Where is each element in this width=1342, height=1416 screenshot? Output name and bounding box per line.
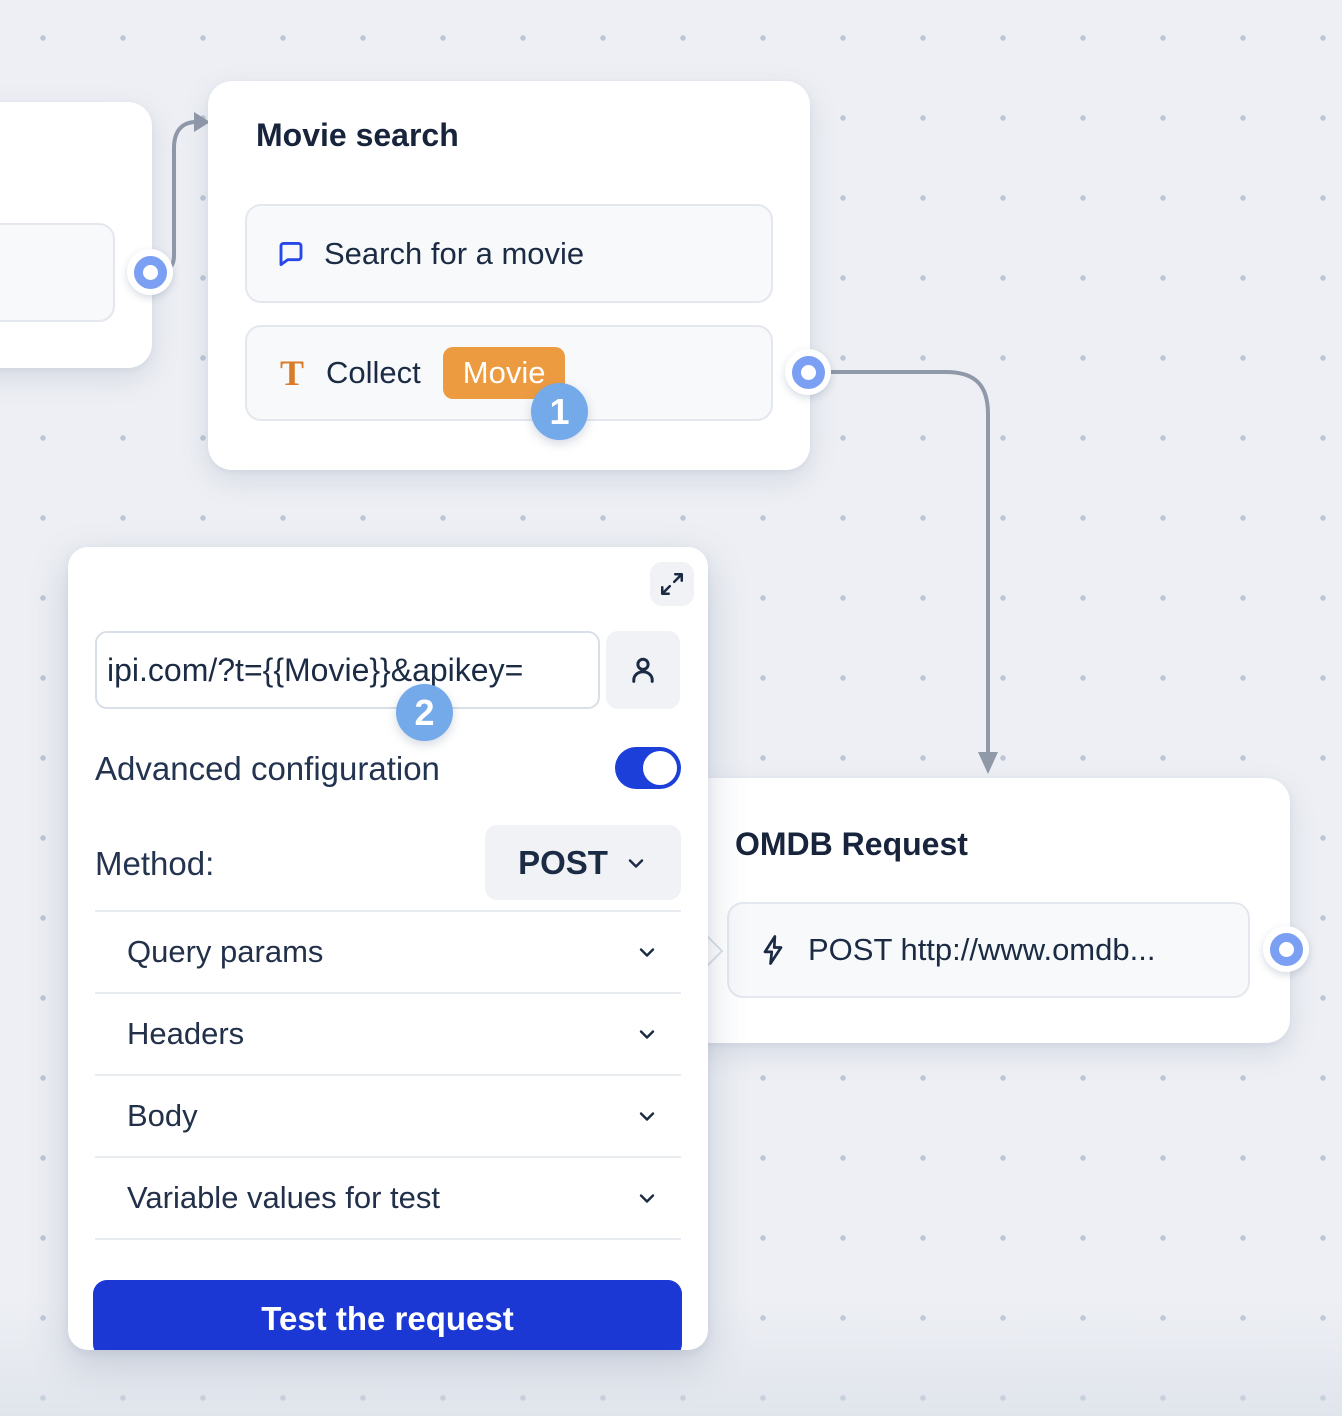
text-input-icon: T xyxy=(280,353,305,393)
url-input[interactable] xyxy=(95,631,600,709)
node-row[interactable] xyxy=(0,223,115,322)
node-row-label: POST http://www.omdb... xyxy=(808,932,1156,967)
test-request-button[interactable]: Test the request xyxy=(93,1280,682,1350)
person-icon xyxy=(632,657,654,683)
method-label: Method: xyxy=(95,845,215,882)
person-button[interactable] xyxy=(606,631,680,709)
chevron-down-icon xyxy=(628,858,644,868)
step-badge-1: 1 xyxy=(531,383,588,440)
port-ring-icon xyxy=(133,255,167,289)
section-variable-values[interactable]: Variable values for test xyxy=(95,1158,681,1240)
lightning-icon xyxy=(758,934,788,966)
method-dropdown[interactable]: POST xyxy=(485,825,681,900)
webhook-config-panel: Advanced configuration Method: POST Quer… xyxy=(68,547,708,1350)
node-partial[interactable] xyxy=(0,102,152,368)
advanced-configuration-label: Advanced configuration xyxy=(95,750,440,787)
chevron-down-icon xyxy=(639,1194,655,1203)
node-row-label: Collect xyxy=(326,355,421,390)
section-label: Headers xyxy=(127,1016,245,1051)
port-ring-icon xyxy=(791,355,825,389)
node-title: Movie search xyxy=(256,117,459,153)
advanced-configuration-toggle[interactable] xyxy=(615,747,681,789)
chevron-down-icon xyxy=(639,948,655,957)
node-row-collect[interactable]: T Collect Movie xyxy=(245,325,773,421)
section-label: Variable values for test xyxy=(127,1180,441,1215)
node-movie-search[interactable]: Movie search Search for a movie T Collec… xyxy=(208,81,810,470)
node-row-question[interactable]: Search for a movie xyxy=(245,204,773,303)
section-label: Query params xyxy=(127,934,324,969)
node-omdb-request[interactable]: OMDB Request POST http://www.omdb... xyxy=(687,778,1290,1043)
chevron-down-icon xyxy=(639,1030,655,1039)
node-row-webhook[interactable]: POST http://www.omdb... xyxy=(727,902,1250,998)
variable-chip-movie[interactable]: Movie xyxy=(442,346,566,400)
section-body[interactable]: Body xyxy=(95,1076,681,1158)
chevron-down-icon xyxy=(639,1112,655,1121)
step-badge-2: 2 xyxy=(396,684,453,741)
node-title: OMDB Request xyxy=(735,826,968,862)
section-headers[interactable]: Headers xyxy=(95,994,681,1076)
expand-icon xyxy=(661,573,683,595)
connector-arrowhead-down xyxy=(978,752,998,774)
output-port-partial-node[interactable] xyxy=(127,249,173,295)
node-row-label: Search for a movie xyxy=(324,235,585,271)
method-value: POST xyxy=(518,843,608,881)
chat-bubble-icon xyxy=(276,239,306,269)
port-ring-icon xyxy=(1269,932,1303,966)
divider xyxy=(95,910,681,912)
connector-movie-to-omdb xyxy=(806,370,990,754)
expand-button[interactable] xyxy=(650,562,694,606)
output-port-omdb[interactable] xyxy=(1263,926,1309,972)
output-port-movie-search[interactable] xyxy=(785,349,831,395)
toggle-knob xyxy=(643,751,677,785)
section-label: Body xyxy=(127,1098,198,1133)
section-query-params[interactable]: Query params xyxy=(95,912,681,994)
